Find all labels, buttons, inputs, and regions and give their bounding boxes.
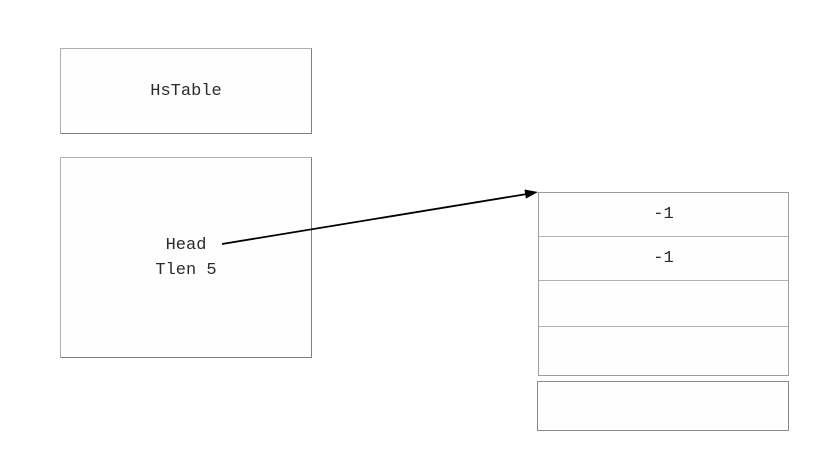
row-value: -1 [653, 205, 674, 224]
hstable-box: HsTable [60, 48, 312, 134]
head-box-text: Head Tlen 5 [155, 233, 216, 283]
arrow-head-icon [524, 189, 538, 199]
table-row [537, 381, 789, 431]
hstable-label: HsTable [150, 81, 222, 101]
table-row: -1 [539, 193, 788, 236]
table-row [539, 326, 788, 375]
table-row [539, 280, 788, 326]
tlen-label: Tlen 5 [155, 260, 217, 280]
head-label: Head [165, 235, 207, 255]
hash-table: -1 -1 [538, 192, 789, 376]
table-row: -1 [539, 236, 788, 280]
row-value: -1 [653, 249, 674, 268]
head-box: Head Tlen 5 [60, 157, 312, 358]
